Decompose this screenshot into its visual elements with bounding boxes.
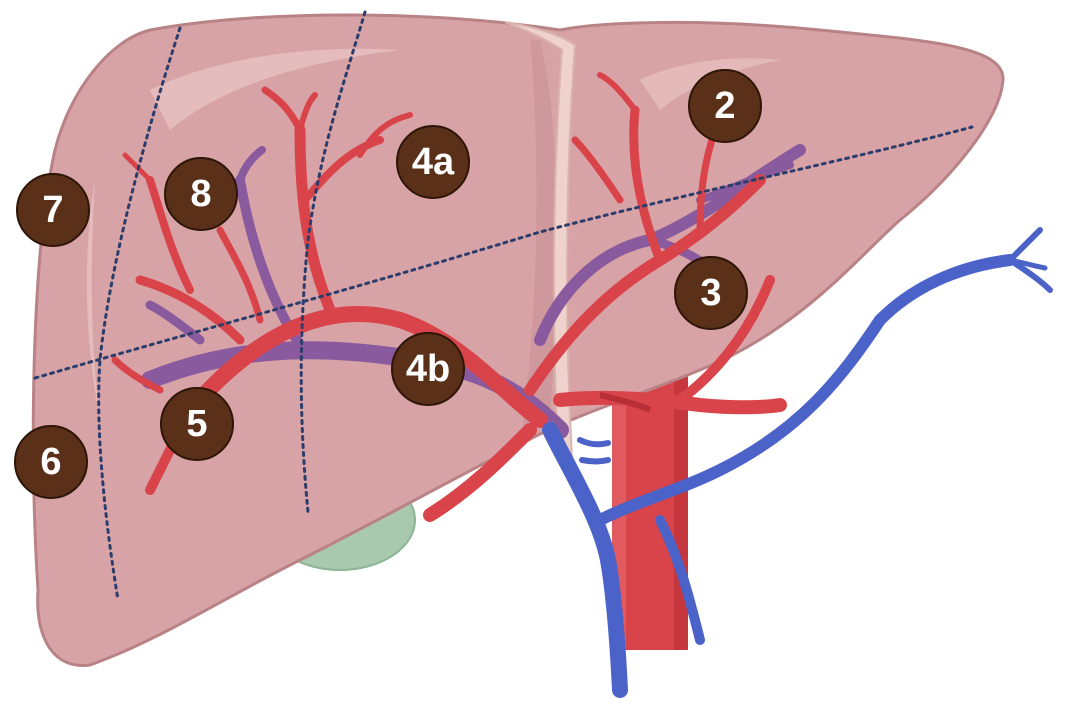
segment-dividers [33, 10, 974, 602]
segment-label-4b: 4b [406, 348, 450, 390]
segment-label-3: 3 [700, 272, 721, 314]
segment-badge-2: 2 [688, 69, 762, 143]
liver-highlight [150, 48, 400, 130]
segment-label-7: 7 [42, 189, 63, 231]
segment-label-4a: 4a [412, 141, 455, 183]
segment-badge-5: 5 [160, 387, 234, 461]
segment-label-8: 8 [190, 173, 211, 215]
segment-badge-4a: 4a [396, 125, 470, 199]
segment-badge-6: 6 [14, 425, 88, 499]
segment-label-2: 2 [714, 85, 735, 127]
segment-badge-8: 8 [164, 157, 238, 231]
segment-badge-7: 7 [16, 173, 90, 247]
segment-label-6: 6 [40, 441, 61, 483]
segment-badge-3: 3 [674, 256, 748, 330]
segment-badge-4b: 4b [391, 332, 465, 406]
vena-cava [542, 227, 1053, 698]
liver-shadow [520, 40, 557, 445]
segment-label-5: 5 [186, 403, 207, 445]
